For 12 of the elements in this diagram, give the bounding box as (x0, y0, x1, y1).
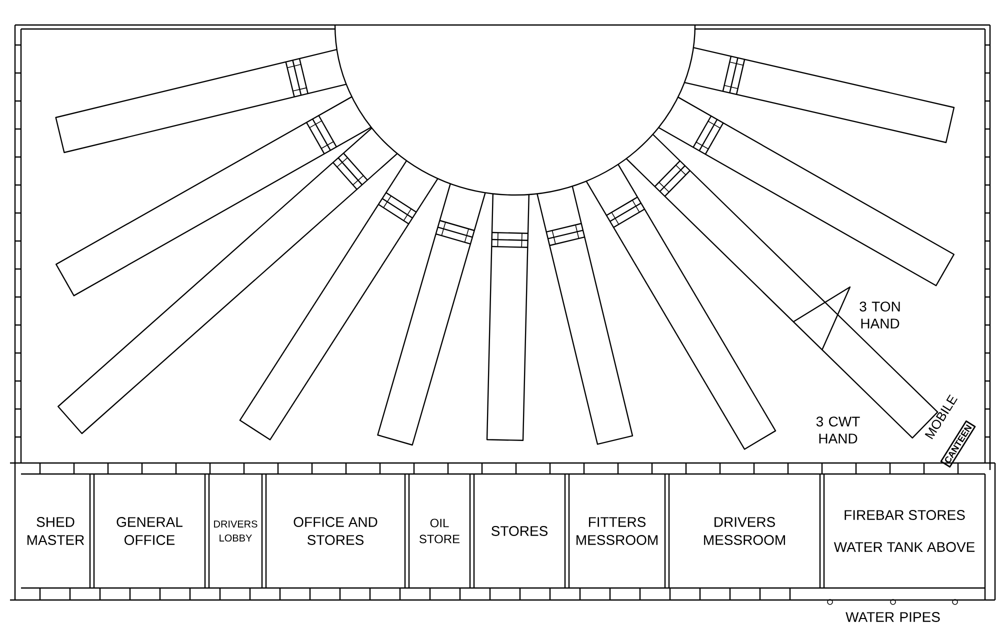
room: DRIVERS MESSROOM (704, 517, 785, 545)
room: GENERAL OFFICE (116, 517, 182, 545)
note-label: WATER PIPES (846, 612, 940, 622)
room: OIL STORE (420, 518, 460, 544)
note-label: 3 TON HAND (860, 302, 900, 328)
note-label: 3 CWT HAND (816, 416, 860, 444)
room: FITTERS MESSROOM (576, 517, 658, 545)
room: FIREBAR STORES WATER TANK ABOVE (834, 510, 975, 552)
room: DRIVERS LOBBY (214, 520, 258, 542)
room: STORES (492, 526, 548, 536)
room: SHED MASTER (27, 517, 84, 545)
room: OFFICE AND STORES (294, 517, 378, 545)
